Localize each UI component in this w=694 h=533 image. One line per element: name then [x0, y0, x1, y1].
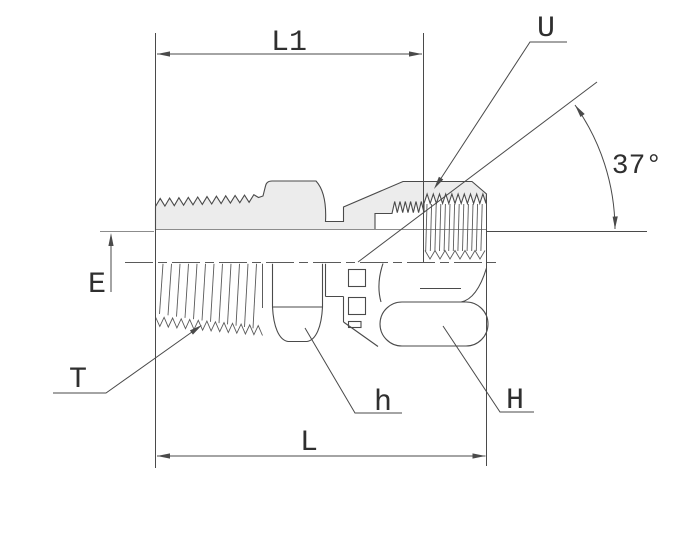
nut-spanner-flats: [347, 268, 367, 329]
male-thread-lines: [155, 263, 263, 336]
leader-U: [435, 41, 567, 187]
label-u: U: [537, 12, 555, 46]
label-l1: L1: [271, 26, 307, 60]
body-hex-lower: [271, 263, 324, 343]
leader-T: [53, 326, 200, 394]
leader-h: [304, 327, 402, 414]
arrow-l-left: [157, 453, 170, 459]
arrow-u-leader: [434, 176, 444, 189]
arrow-t-leader: [189, 325, 202, 335]
dimension-lines: [53, 33, 647, 468]
label-t: T: [69, 363, 87, 397]
label-angle: 37°: [612, 151, 662, 182]
label-H: H: [506, 384, 524, 418]
nut-rear-contour: [378, 263, 488, 303]
neck-lower: [324, 263, 379, 347]
arrow-l1-right: [409, 51, 422, 57]
label-l: L: [300, 426, 318, 460]
label-e: E: [88, 268, 106, 302]
angle-arc: [574, 104, 616, 230]
arrow-l-right: [472, 453, 486, 459]
arrow-e-up: [108, 233, 114, 246]
arrow-arc-bottom: [612, 216, 618, 229]
dimension-labels: L1 U 37° E T h H L: [69, 12, 662, 460]
arrow-l1-left: [157, 51, 170, 57]
lower-external-view: [262, 263, 489, 347]
label-h: h: [374, 386, 392, 420]
leader-H: [442, 325, 534, 413]
arrow-arc-top: [575, 105, 585, 117]
upper-section-profile: [154, 180, 488, 231]
arrowheads: [108, 51, 618, 459]
female-thread-lines: [424, 203, 486, 260]
flare-seat-line: [357, 81, 598, 263]
nut-front-flat: [379, 301, 489, 347]
